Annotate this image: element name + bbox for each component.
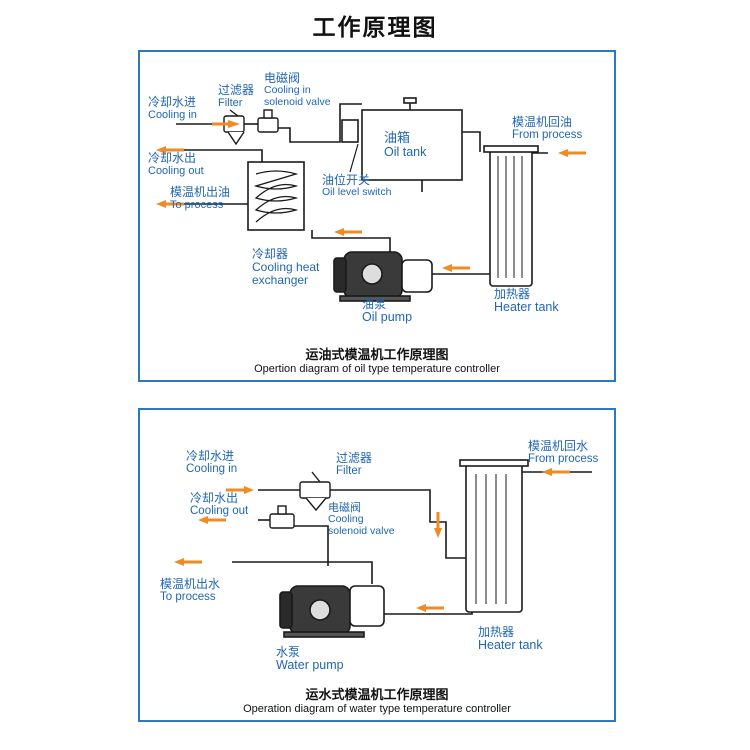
- filter-icon: [299, 471, 331, 512]
- oil-diagram-panel: 冷却水进 Cooling in 过滤器 Filter 电磁阀 Cooling i…: [138, 50, 616, 382]
- heat-exchanger-icon: [247, 161, 305, 231]
- cooling-in-label: 冷却水进 Cooling in: [148, 95, 197, 122]
- oil-diagram-caption: 运油式模温机工作原理图 Opertion diagram of oil type…: [254, 348, 500, 375]
- arrow-pump-return: [416, 604, 444, 612]
- arrow-from-process: [558, 149, 586, 157]
- arrow-to-process: [174, 558, 202, 566]
- water-diagram-drawing: [174, 459, 592, 638]
- arrow-cooling-out: [198, 516, 226, 524]
- pump-to-exchanger-pipe: [311, 230, 391, 252]
- solenoid-valve-label: 电磁阀 Cooling solenoid valve: [328, 501, 395, 537]
- water-diagram-caption: 运水式模温机工作原理图 Operation diagram of water t…: [243, 688, 511, 715]
- page-title: 工作原理图: [312, 15, 438, 41]
- oil-to-process-label: 模温机出油 To process: [170, 185, 231, 212]
- solenoid-valve-label: 电磁阀 Cooling in solenoid valve: [264, 71, 331, 108]
- arrow-down-flow: [434, 512, 442, 538]
- solenoid-valve-icon: [257, 109, 279, 133]
- valve-to-exchanger-pipe: [278, 103, 362, 143]
- filter-icon: [223, 109, 245, 146]
- water-to-process-label: 模温机出水 To process: [160, 577, 221, 604]
- water-diagram-panel: 冷却水进 Cooling in 过滤器 Filter 冷却水出 Cooling …: [138, 408, 616, 722]
- cooling-out-label: 冷却水出 Cooling out: [148, 151, 204, 178]
- oil-tank-label: 油箱 Oil tank: [384, 131, 427, 160]
- oil-pump-label: 油泵 Oil pump: [362, 297, 413, 325]
- oil-tank-icon: [341, 97, 463, 181]
- arrow-cooling-in: [226, 486, 254, 494]
- tank-to-heater-pipe: [460, 131, 481, 152]
- to-process-pipe: [232, 561, 373, 584]
- oil-pump-icon: [333, 251, 433, 302]
- cooling-out-label: 冷却水出 Cooling out: [190, 491, 249, 518]
- valve-to-pump-pipe: [294, 525, 329, 566]
- filter-label: 过滤器 Filter: [218, 83, 255, 110]
- cooling-out-pipe: [176, 149, 263, 162]
- arrow-cooling-in: [212, 120, 240, 128]
- arrow-from-process: [542, 468, 570, 476]
- water-pump-label: 水泵 Water pump: [276, 645, 344, 673]
- oil-heater-label: 加热器 Heater tank: [494, 287, 559, 315]
- water-from-process-label: 模温机回水 From process: [528, 439, 599, 466]
- oil-diagram-drawing: [156, 97, 586, 302]
- arrow-pump-return: [442, 264, 470, 272]
- heater-tank-icon: [459, 459, 529, 613]
- oil-level-switch-label: 油位开关 Oil level switch: [322, 173, 392, 199]
- solenoid-valve-icon: [269, 505, 295, 529]
- oil-from-process-label: 模温机回油 From process: [512, 115, 583, 142]
- water-heater-label: 加热器 Heater tank: [478, 625, 543, 653]
- heater-tank-icon: [483, 145, 539, 287]
- cooling-in-label: 冷却水进 Cooling in: [186, 449, 238, 476]
- heat-exchanger-label: 冷却器 Cooling heat exchanger: [252, 247, 320, 288]
- arrow-to-process: [156, 200, 184, 208]
- arrow-exchanger-return: [334, 228, 362, 236]
- flow-arrows: [156, 120, 586, 272]
- water-pump-icon: [279, 585, 385, 638]
- flow-arrows: [174, 468, 570, 612]
- arrow-cooling-out: [156, 146, 184, 154]
- filter-label: 过滤器 Filter: [336, 451, 373, 478]
- level-switch-pointer: [349, 143, 359, 173]
